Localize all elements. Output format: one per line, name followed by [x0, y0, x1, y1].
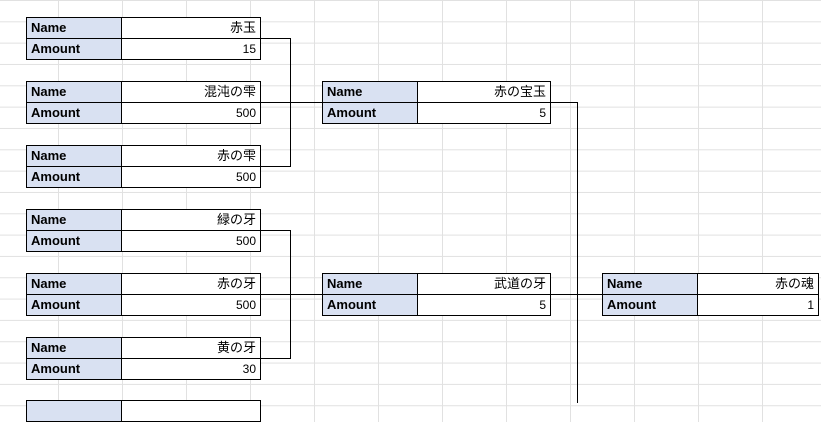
connector-line [260, 38, 291, 39]
amount-value[interactable]: 15 [121, 38, 261, 60]
amount-label[interactable]: Amount [26, 294, 122, 316]
connector-line [550, 102, 578, 103]
amount-label[interactable]: Amount [26, 38, 122, 60]
amount-value[interactable]: 500 [121, 230, 261, 252]
connector-line [260, 358, 291, 359]
name-value[interactable]: 武道の牙 [417, 273, 551, 295]
amount-label[interactable]: Amount [26, 102, 122, 124]
amount-value[interactable]: 500 [121, 294, 261, 316]
amount-label[interactable]: Amount [322, 294, 418, 316]
connector-line [550, 294, 603, 295]
name-value-partial[interactable] [121, 400, 261, 422]
amount-label[interactable]: Amount [602, 294, 698, 316]
amount-value[interactable]: 5 [417, 294, 551, 316]
name-label-partial[interactable] [26, 400, 122, 422]
name-value[interactable]: 赤の雫 [121, 145, 261, 167]
name-value[interactable]: 赤の牙 [121, 273, 261, 295]
amount-label[interactable]: Amount [26, 230, 122, 252]
amount-value[interactable]: 500 [121, 102, 261, 124]
amount-label[interactable]: Amount [26, 166, 122, 188]
name-label[interactable]: Name [26, 145, 122, 167]
name-label[interactable]: Name [322, 81, 418, 103]
name-value[interactable]: 黄の牙 [121, 337, 261, 359]
name-label[interactable]: Name [26, 273, 122, 295]
amount-value[interactable]: 5 [417, 102, 551, 124]
amount-label[interactable]: Amount [26, 358, 122, 380]
name-value[interactable]: 赤の魂 [697, 273, 819, 295]
connector-line [260, 102, 323, 103]
name-label[interactable]: Name [602, 273, 698, 295]
connector-line [260, 294, 323, 295]
name-label[interactable]: Name [26, 17, 122, 39]
name-value[interactable]: 混沌の雫 [121, 81, 261, 103]
connector-line [577, 102, 578, 403]
name-label[interactable]: Name [26, 81, 122, 103]
amount-label[interactable]: Amount [322, 102, 418, 124]
amount-value[interactable]: 30 [121, 358, 261, 380]
amount-value[interactable]: 1 [697, 294, 819, 316]
name-value[interactable]: 緑の牙 [121, 209, 261, 231]
amount-value[interactable]: 500 [121, 166, 261, 188]
name-label[interactable]: Name [26, 337, 122, 359]
connector-line [260, 166, 291, 167]
name-label[interactable]: Name [26, 209, 122, 231]
name-value[interactable]: 赤の宝玉 [417, 81, 551, 103]
name-value[interactable]: 赤玉 [121, 17, 261, 39]
connector-line [260, 230, 291, 231]
name-label[interactable]: Name [322, 273, 418, 295]
